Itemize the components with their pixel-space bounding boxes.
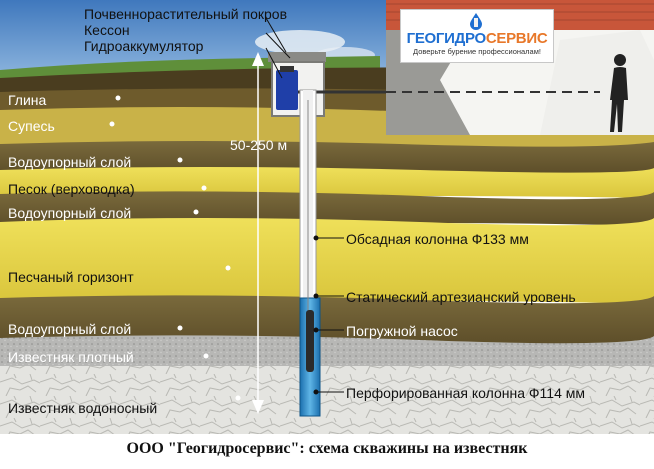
sand-perched-label: Песок (верховодка) [8,181,135,197]
dense-limestone-label: Известняк плотный [8,349,134,365]
logo-slogan: Доверьте бурение профессионалам! [413,47,541,56]
well-casing [299,89,321,417]
aquifer-limestone-layer [0,366,654,436]
aquifer-limestone-label: Известняк водоносный [8,400,158,416]
perforated-casing-label: Перфорированная колонна Ф114 мм [346,385,586,401]
aquitard-label-3: Водоупорный слой [8,321,132,337]
caisson-label: Кессон [84,22,130,38]
person-silhouette [610,54,628,132]
clay-label: Глина [8,92,47,108]
accumulator-label: Гидроаккумулятор [84,38,204,54]
dense-limestone-layer [0,335,654,375]
label-markers [109,95,241,401]
logo-name: ГЕОГИДРОСЕРВИС [401,30,553,47]
sand-horizon-layer [0,218,654,307]
logo-name-part1: ГЕОГИДРО [406,30,487,47]
aquitard-layer-3 [0,295,654,349]
casing-label: Обсадная колонна Ф133 мм [346,231,529,247]
static-level-label: Статический артезианский уровень [346,289,576,305]
soil-cover-label: Почвеннорастительный покров [84,6,287,22]
sand-horizon-label: Песчаный горизонт [8,269,134,285]
depth-label: 50-250 м [230,137,288,153]
depth-arrow [252,52,264,414]
leader-lines [265,17,344,395]
logo-name-part2: СЕРВИС [485,30,548,47]
caption-bar [0,434,654,469]
water-drop-icon [470,13,482,30]
aquitard-label-2: Водоупорный слой [8,205,132,221]
pump-label: Погружной насос [346,323,458,339]
aquitard-label-1: Водоупорный слой [8,154,132,170]
company-logo: ГЕОГИДРОСЕРВИС Доверьте бурение професси… [400,9,554,63]
sandy-loam-label: Супесь [8,118,55,134]
cloud [255,30,345,54]
diagram-caption: ООО "Геогидросервис": схема скважины на … [126,440,528,457]
